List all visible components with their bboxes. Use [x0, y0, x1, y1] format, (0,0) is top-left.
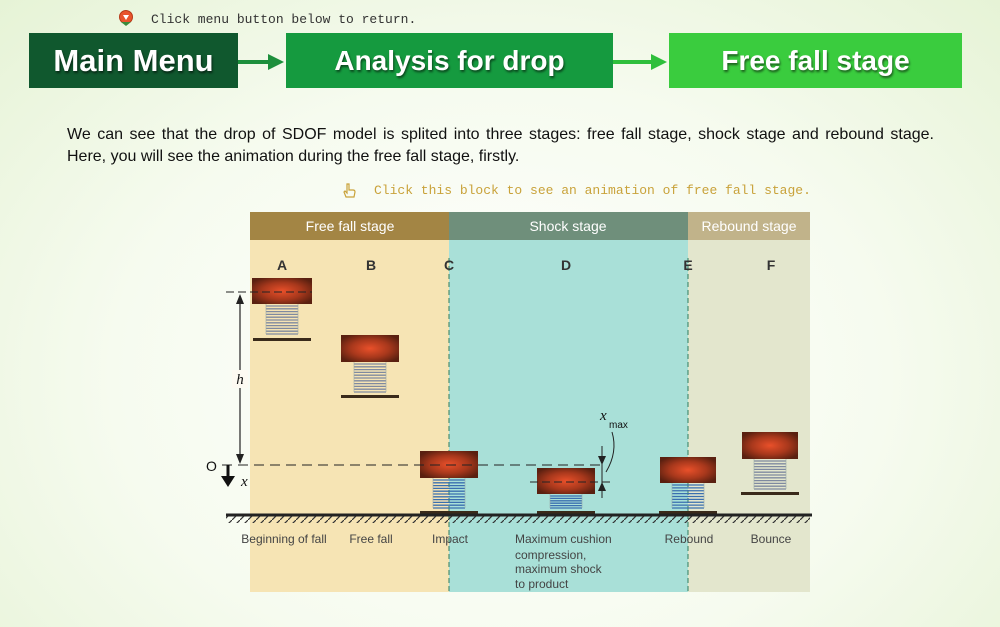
- position-letter-a: A: [277, 257, 287, 273]
- caption-max-compression-1: Maximum cushion: [515, 532, 612, 546]
- model-d: [537, 468, 595, 514]
- caption-max-compression-4: to product: [515, 577, 569, 591]
- spring-e: [671, 483, 705, 509]
- base-plate-c: [420, 511, 478, 514]
- position-letter-b: B: [366, 257, 376, 273]
- height-arrow-bottom: [236, 454, 244, 464]
- caption-max-compression-3: maximum shock: [515, 562, 603, 576]
- caption-max-compression-2: compression,: [515, 548, 586, 562]
- base-plate-a: [253, 338, 311, 341]
- shock-header: [449, 212, 688, 240]
- intro-paragraph: We can see that the drop of SDOF model i…: [67, 126, 934, 165]
- down-arrow-icon: [119, 10, 133, 26]
- xmax-symbol: x: [599, 408, 607, 424]
- animation-hint-text: Click this block to see an animation of …: [374, 183, 811, 198]
- ground-hatch: [226, 516, 810, 523]
- return-hint-text: Click menu button below to return.: [151, 12, 417, 27]
- model-a: [252, 278, 312, 341]
- origin-symbol: O: [206, 458, 217, 474]
- mass-block-b: [341, 335, 399, 362]
- caption-rebound: Rebound: [665, 532, 714, 546]
- shock-band: [449, 212, 688, 592]
- free-fall-band: [250, 212, 449, 592]
- nav-arrow-icon: [238, 54, 284, 70]
- mass-block-d: [537, 468, 595, 494]
- mass-block-e: [660, 457, 716, 483]
- xmax-arrow-bottom: [598, 482, 606, 491]
- x-direction-arrow: [221, 476, 235, 487]
- spring-b: [353, 362, 387, 393]
- position-letter-c: C: [444, 257, 454, 273]
- position-letter-e: E: [683, 257, 692, 273]
- mass-block-f: [742, 432, 798, 459]
- xmax-arrow-top: [598, 456, 606, 465]
- height-symbol: h: [236, 372, 244, 388]
- position-letter-d: D: [561, 257, 571, 273]
- caption-impact: Impact: [432, 532, 469, 546]
- analysis-for-drop-button[interactable]: Analysis for drop: [286, 33, 613, 88]
- xmax-leader: [605, 431, 615, 473]
- spring-d: [549, 494, 583, 509]
- stage-label-shock: Shock stage: [529, 218, 606, 234]
- spring-f: [753, 459, 787, 490]
- spring-c: [432, 478, 466, 509]
- stage-label-rebound: Rebound stage: [702, 218, 797, 234]
- rebound-header: [688, 212, 810, 240]
- base-plate-d: [537, 511, 595, 514]
- nav-arrow-icon: [613, 54, 667, 70]
- rebound-band: [688, 212, 810, 592]
- x-symbol: x: [240, 474, 248, 490]
- stage-label-free-fall: Free fall stage: [306, 218, 395, 234]
- height-arrow-top: [236, 294, 244, 304]
- model-b: [341, 335, 399, 398]
- model-f: [741, 432, 799, 495]
- caption-free-fall: Free fall: [349, 532, 392, 546]
- caption-beginning-of-fall: Beginning of fall: [241, 532, 326, 546]
- base-plate-b: [341, 395, 399, 398]
- free-fall-stage-button[interactable]: Free fall stage: [669, 33, 962, 88]
- base-plate-e: [659, 511, 717, 514]
- position-letter-f: F: [767, 257, 776, 273]
- spring-a: [265, 304, 299, 335]
- main-menu-button[interactable]: Main Menu: [29, 33, 238, 88]
- free-fall-header: [250, 212, 449, 240]
- base-plate-f: [741, 492, 799, 495]
- model-e: [659, 457, 717, 514]
- hand-pointer-icon: [343, 183, 356, 198]
- caption-bounce: Bounce: [751, 532, 792, 546]
- xmax-subscript: max: [609, 420, 628, 431]
- mass-block-a: [252, 278, 312, 304]
